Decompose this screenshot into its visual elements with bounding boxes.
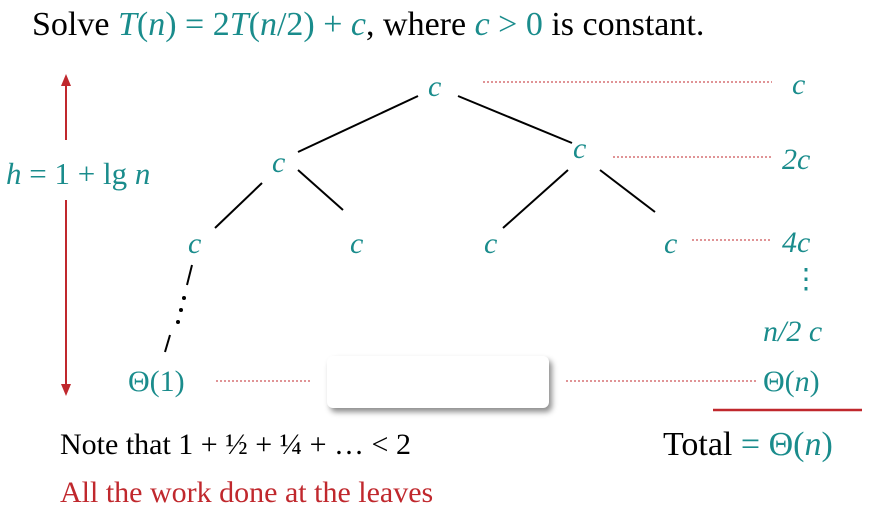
level-sum-leaf-n: n xyxy=(794,365,810,398)
title-lp2: ( xyxy=(248,6,260,43)
tree-leaf: Θ(1) xyxy=(128,365,185,398)
title-slash2: /2) + xyxy=(276,6,351,43)
title-rp: ) xyxy=(165,6,177,43)
total-word: Total xyxy=(663,426,733,463)
tree-node-root: c xyxy=(428,70,442,103)
height-n: n xyxy=(134,156,151,191)
title-solve: Solve xyxy=(32,6,118,43)
level-sum-last: n/2 c xyxy=(763,317,822,347)
title-T: T xyxy=(117,6,137,43)
level-sum-leaf: Θ(n) xyxy=(763,367,820,397)
edge-l1right-right xyxy=(599,169,656,213)
geometric-note: Note that 1 + ½ + ¼ + … < 2 xyxy=(60,428,411,461)
title-where: , where xyxy=(366,6,475,43)
title-c2: c xyxy=(474,6,490,43)
path-dot-3 xyxy=(176,320,180,324)
path-dot-1 xyxy=(182,296,186,300)
blank-callout-box xyxy=(327,356,549,408)
level-sum-leaf-close: ) xyxy=(809,365,820,398)
height-arrowhead-up xyxy=(61,74,71,86)
total-n: n xyxy=(804,426,822,463)
title-eq: = 2 xyxy=(176,6,230,43)
level-sum-vdots: ⋮ xyxy=(792,264,820,295)
title-gt: > 0 xyxy=(489,6,543,43)
edge-root-right xyxy=(457,95,573,144)
title-lp: ( xyxy=(136,6,149,43)
path-dot-2 xyxy=(179,308,183,312)
level-sum-last-n: n xyxy=(763,315,778,348)
title-T2: T xyxy=(229,6,249,43)
level-sum-leaf-theta: Θ( xyxy=(763,365,795,398)
level-sum-0: c xyxy=(792,68,806,101)
total-eq: = xyxy=(732,426,769,463)
edge-path-2 xyxy=(164,334,171,353)
level-sum-last-rest: /2 c xyxy=(778,315,823,348)
height-h: h xyxy=(6,156,22,191)
tree-node-l2-3: c xyxy=(484,227,498,260)
tree-node-l1-right: c xyxy=(573,132,587,165)
title-n2: n xyxy=(259,6,277,43)
title-tail: is constant. xyxy=(542,6,705,43)
edge-path-1 xyxy=(186,264,193,286)
title-c: c xyxy=(350,6,367,43)
tree-node-l2-4: c xyxy=(664,227,678,260)
total-close: ) xyxy=(821,426,833,463)
edge-l1left-left xyxy=(214,182,263,229)
level-sum-2: 4c xyxy=(782,226,811,259)
page-title: Solve T(n) = 2T(n/2) + c, where c > 0 is… xyxy=(32,8,704,42)
tree-node-l1-left: c xyxy=(272,146,286,179)
height-eq: = 1 + lg xyxy=(21,156,135,191)
height-arrowhead-down xyxy=(61,384,71,396)
tree-node-l2-2: c xyxy=(350,227,364,260)
edge-l1left-right xyxy=(297,169,344,211)
edge-root-left xyxy=(297,95,419,153)
edge-l1right-left xyxy=(502,169,569,229)
leaves-note: All the work done at the leaves xyxy=(60,476,434,509)
tree-node-l2-1: c xyxy=(188,227,202,260)
total-label: Total = Θ(n) xyxy=(663,428,833,462)
total-theta: Θ( xyxy=(768,426,805,463)
level-sum-1: 2c xyxy=(782,143,811,176)
title-n: n xyxy=(148,6,166,43)
height-label: h = 1 + lg n xyxy=(6,158,150,189)
